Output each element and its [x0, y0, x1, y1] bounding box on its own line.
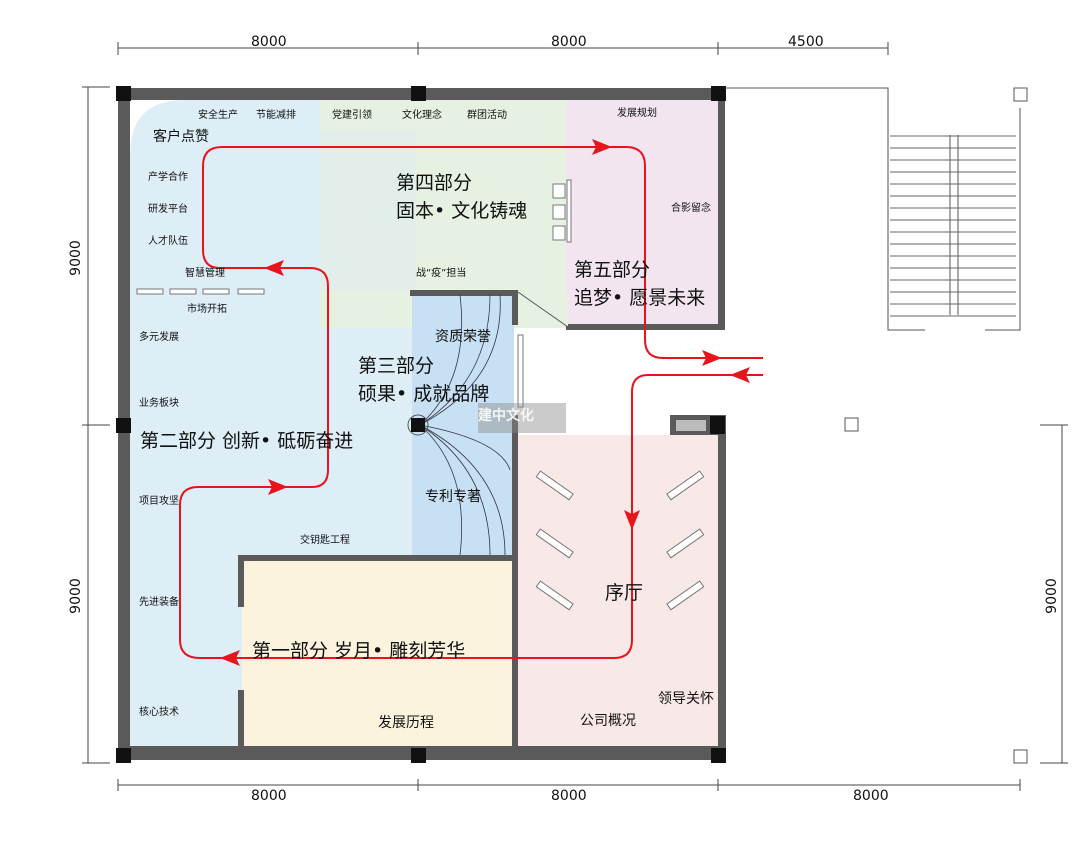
zone-part4-left: [320, 130, 415, 290]
zone-part3: [412, 294, 514, 556]
section-part4-title: 第四部分: [396, 172, 473, 194]
label-market: 市场开拓: [187, 304, 227, 315]
dim-top-3: 4500: [788, 34, 824, 50]
section-part5-title: 第五部分: [574, 259, 651, 281]
label-epidemic: 战“疫”担当: [416, 268, 467, 279]
section-part2: 第二部分 创新• 砥砺奋进: [140, 430, 354, 452]
columns: [116, 86, 726, 763]
label-safety: 安全生产: [198, 110, 238, 121]
label-patents: 专利专著: [425, 489, 481, 505]
section-lobby: 序厅: [605, 582, 644, 604]
label-client: 客户点赞: [153, 129, 209, 145]
zone-part1: [242, 560, 514, 746]
section-part4-subtitle: 固本• 文化铸魂: [396, 199, 528, 222]
curved-panels: [419, 294, 511, 556]
dimension-lines: [82, 42, 1068, 791]
dim-bottom-1: 8000: [251, 788, 287, 804]
section-part3-subtitle: 硕果• 成就品牌: [358, 382, 490, 405]
watermark: 建中文化: [478, 408, 534, 424]
label-energy: 节能减排: [256, 110, 296, 121]
label-honors: 资质荣誉: [435, 329, 491, 345]
label-projects: 项目攻坚: [139, 496, 179, 507]
zone-part5: [566, 100, 719, 328]
label-core: 核心技术: [139, 707, 179, 718]
label-photo: 合影留念: [671, 203, 711, 214]
dim-left-1: 9000: [67, 240, 84, 276]
dim-bottom-2: 8000: [551, 788, 587, 804]
section-part3-title: 第三部分: [358, 355, 435, 377]
label-diverse: 多元发展: [139, 332, 179, 343]
label-leaders: 领导关怀: [658, 691, 714, 707]
label-overview: 公司概况: [580, 713, 636, 729]
dim-right-1: 9000: [1043, 578, 1060, 614]
dim-top-1: 8000: [251, 34, 287, 50]
label-plan: 发展规划: [617, 108, 657, 119]
section-part4: 第四部分固本• 文化铸魂: [396, 170, 527, 225]
section-part1: 第一部分 岁月• 雕刻芳华: [252, 640, 466, 662]
label-smart: 智慧管理: [185, 268, 225, 279]
section-part5-subtitle: 追梦• 愿景未来: [574, 286, 706, 309]
dim-top-2: 8000: [551, 34, 587, 50]
label-talent: 人才队伍: [148, 236, 188, 247]
label-group: 群团活动: [467, 110, 507, 121]
route-arrows: [220, 139, 750, 666]
visitor-route: [179, 146, 763, 659]
section-part3: 第三部分硕果• 成就品牌: [358, 353, 489, 408]
label-equipment: 先进装备: [139, 597, 179, 608]
label-culture: 文化理念: [402, 110, 442, 121]
staircase: [725, 87, 1028, 331]
label-rnd: 研发平台: [148, 204, 188, 215]
dim-left-2: 9000: [67, 578, 84, 614]
label-history: 发展历程: [378, 715, 434, 731]
label-industry: 产学合作: [148, 172, 188, 183]
label-party: 党建引领: [332, 110, 372, 121]
section-part5: 第五部分追梦• 愿景未来: [574, 257, 705, 312]
label-business: 业务板块: [139, 398, 179, 409]
label-key: 交钥匙工程: [300, 535, 350, 546]
dim-bottom-3: 8000: [853, 788, 889, 804]
